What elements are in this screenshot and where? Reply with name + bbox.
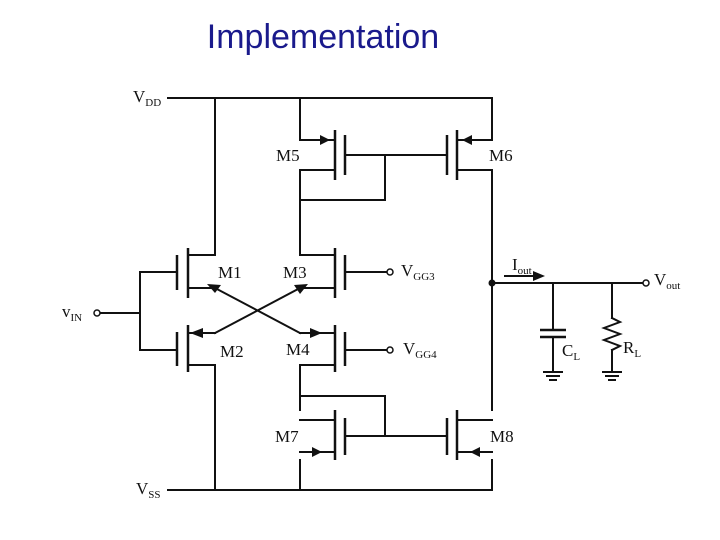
rl-label: RL <box>623 338 641 360</box>
m7-transistor <box>299 410 347 460</box>
current-arrow-head <box>533 271 545 281</box>
m8-transistor <box>445 410 493 460</box>
slide-title: Implementation <box>206 18 440 56</box>
vgg4-label: VGG4 <box>403 339 437 361</box>
vdd-label: VDD <box>133 87 161 109</box>
cross-coupling <box>190 284 322 338</box>
m7-label: M7 <box>275 427 299 446</box>
m2-transistor <box>139 325 216 372</box>
load-capacitor <box>540 282 566 381</box>
vin-label: vIN <box>62 302 82 324</box>
input-terminal <box>93 309 101 317</box>
m3-label: M3 <box>283 263 307 282</box>
m2-label: M2 <box>220 342 244 361</box>
m3-transistor <box>299 248 394 298</box>
vgg3-label: VGG3 <box>401 261 435 283</box>
m5-label: M5 <box>276 146 300 165</box>
vss-label: VSS <box>136 479 161 501</box>
vout-label: Vout <box>654 270 680 292</box>
m5-transistor <box>299 97 347 180</box>
m8-label: M8 <box>490 427 514 446</box>
m4-transistor <box>299 325 394 372</box>
m4-label: M4 <box>286 340 310 359</box>
load-resistor <box>601 282 623 381</box>
m6-label: M6 <box>489 146 513 165</box>
iout-label: Iout <box>512 255 532 277</box>
m1-transistor <box>139 248 216 298</box>
cl-label: CL <box>562 341 580 363</box>
m1-label: M1 <box>218 263 242 282</box>
output-terminal <box>642 279 650 287</box>
m6-transistor <box>445 130 493 180</box>
